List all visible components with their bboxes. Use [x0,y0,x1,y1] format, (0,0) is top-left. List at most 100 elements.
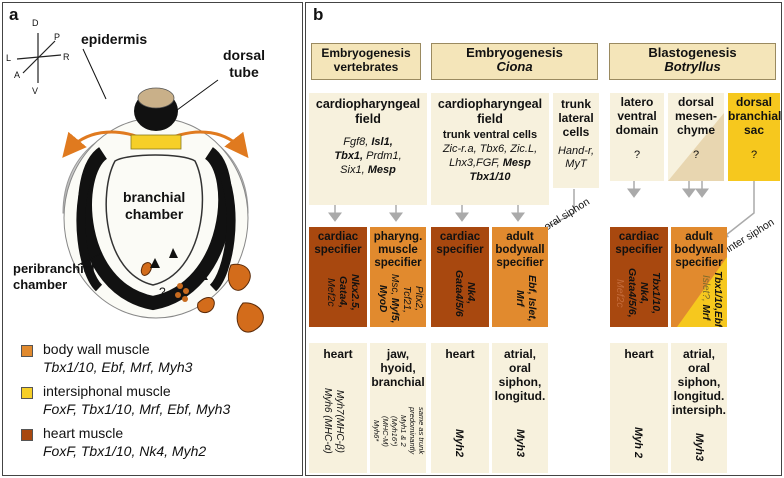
botryllus-dorsal-branch-box: dorsal branchial sac ? [728,93,782,181]
gene-fgf8: Fgf8, [343,136,372,148]
branchial-chamber [105,154,204,286]
gene-mef2c: Mef2c [325,277,337,307]
header-ciona-species: Ciona [496,59,533,74]
ciona-trunk-ventral: trunk ventral cells [442,129,538,141]
epidermis-label: epidermis [81,31,148,47]
header-ciona-title: Embryogenesis [466,45,563,60]
bot-gene-tbx-ebf: Tbx1/10,Ebf [712,271,723,327]
botryllus-heart-gene: Myh 2 [632,427,644,459]
vert-pharyng-specifier: pharyng. muscle specifier Pitx2, Tcf21, … [370,227,426,327]
cell-cluster [175,283,189,302]
botryllus-heart-box: heart Myh 2 [610,343,668,473]
dorsal-mes-shade [668,113,724,181]
vert-field-title: cardiopharyngeal field [315,97,421,126]
ciona-atrial-label: atrial, oral siphon, longitud. [494,347,546,403]
header-ciona: Embryogenesis Ciona [431,43,598,80]
ciona-heart-box: heart Myh2 [431,343,489,473]
ciona-atrial-box: atrial, oral siphon, longitud. Myh3 [492,343,548,473]
jaw-gene-note2: predominantly [408,407,417,455]
axis-label-a: A [14,70,21,80]
header-vertebrates: Embryogenesis vertebrates [311,43,421,80]
gene-prdm1: Prdm1, [363,150,402,162]
botryllus-latero-box: latero ventral domain ? [610,93,664,181]
vert-heart-box: heart Myh7(MHC-β) Myh6 (MHC-α) [309,343,367,473]
bot-gene-mrf: Mrf [700,304,711,321]
vert-heart-label: heart [323,347,353,361]
gene-mesp: Mesp [367,164,396,176]
botryllus-atrial-box: atrial, oral siphon, longitud. intersiph… [671,343,727,473]
bot-gene-tbx-nk4: Tbx1/10, Nk4, [638,271,662,315]
jaw-gene-myh6: Myh6* [372,420,381,442]
ciona-genes-line1: Zic-r.a, Tbx6, Zic.L, [442,143,538,155]
intersiphonal-band [130,134,182,150]
ciona-gene-tbx1-10: Tbx1/10 [469,171,511,183]
bot-gene-mef2c: Mef2c [614,278,626,308]
legend-heart-genes: FoxF, Tbx1/10, Nk4, Myh2 [43,443,207,459]
panel-a-label: a [9,5,19,24]
botryllus-dorsal-mes-title: dorsal mesen- chyme [674,95,718,137]
ciona-lateral-genes: Hand-r, MyT [557,145,595,170]
botryllus-atrial-label: atrial, oral siphon, longitud. intersiph… [671,347,726,417]
botryllus-latero-q: ? [633,149,641,161]
peribranchial-chamber-label: peribranchial chamber [13,261,95,292]
ciona-heart-gene: Myh2 [453,428,465,458]
ciona-adult-label: adult bodywall specifier [495,231,545,269]
botryllus-adult-genes: Tbx1/10,Ebf Islet?, Mrf [699,271,723,327]
botryllus-atrial-gene: Myh3 [693,432,705,462]
vert-field-box: cardiopharyngeal field Fgf8, Isl1, Tbx1,… [309,93,427,205]
vert-jaw-box: jaw, hyoid, branchial same as trunk pred… [370,343,426,473]
legend-swatch-heart [21,429,33,441]
legend-body-wall-genes: Tbx1/10, Ebf, Mrf, Myh3 [43,359,193,375]
botryllus-dorsal-branch-q: ? [750,149,758,161]
axis-label-r: R [63,52,70,62]
ciona-gene-mesp: Mesp [502,157,531,169]
question-mark: ? [159,285,166,299]
legend-body-wall-title: body wall muscle [43,341,150,357]
ciona-heart-label: heart [445,347,475,361]
ciona-field-box: cardiopharyngeal field trunk ventral cel… [431,93,549,205]
gene-myod: MyoD [377,285,388,313]
panel-b-label: b [313,5,324,24]
pointer-triangles [150,248,208,280]
jaw-gene-note1: same as trunk [417,407,426,455]
ciona-adult-specifier: adult bodywall specifier Ebf, Islet, Mrf [492,227,548,327]
jaw-gene-myh16: (Myh16*) [390,415,399,447]
legend-swatch-body-wall [21,345,33,357]
gene-myh7: Myh7(MHC-β) [334,389,345,453]
panel-b: b Embryogenesis vertebrates Embryogenesi… [305,2,782,476]
legend-intersiphonal-title: intersiphonal muscle [43,383,171,399]
vert-cardiac-genes: Nkx2.5, Gata4, Mef2c [325,261,361,323]
legend-heart-title: heart muscle [43,425,124,441]
ciona-field-title: cardiopharyngeal field [437,97,543,126]
ciona-cardiac-label: cardiac specifier [436,231,484,256]
panel-a: a [2,2,303,476]
gene-six1: Six1, [340,164,368,176]
axis-label-l: L [6,53,12,63]
gene-msc: Msc, [389,274,400,299]
ciona-cardiac-genes: Nk4, Gata4/5/6 [453,269,477,317]
vert-pharyng-label: pharyng. muscle specifier [373,231,423,269]
adult-yellow-shade [677,257,727,327]
bot-gene-gata: Gata4/5/6, [626,268,638,318]
gene-myh6: Myh6 (MHC-α) [322,388,333,454]
gene-gata4: Gata4, [337,275,349,309]
botryllus-dorsal-mes-q: ? [692,149,700,161]
botryllus-cardiac-specifier: cardiac specifier Tbx1/10, Nk4, Gata4/5/… [610,227,668,327]
axis-label-d: D [32,18,39,28]
ciona-lateral-title: trunk lateral cells [558,97,594,139]
botryllus-latero-title: latero ventral domain [615,95,659,137]
axis-compass [16,33,62,83]
botryllus-dorsal-branch-title: dorsal branchial sac [728,95,782,137]
branchial-chamber-label: branchial chamber [123,189,186,222]
axis-label-p: P [54,32,61,42]
botryllus-cardiac-label: cardiac specifier [615,231,663,256]
ciona-cardiac-specifier: cardiac specifier Nk4, Gata4/5/6 [431,227,489,327]
jaw-gene-myh12: Myh1 & 2 [399,415,408,447]
botryllus-cardiac-genes: Tbx1/10, Nk4, Gata4/5/6, Mef2c [614,261,662,325]
anatomy-diagram [16,33,264,333]
ciona-genes-line2: Lhx3,FGF, Mesp [431,156,549,170]
legend-intersiphonal-genes: FoxF, Tbx1/10, Mrf, Ebf, Myh3 [43,401,231,417]
botryllus-heart-label: heart [624,347,654,361]
vert-jaw-label: jaw, hyoid, branchial [371,347,425,389]
axis-label-v: V [32,86,39,96]
